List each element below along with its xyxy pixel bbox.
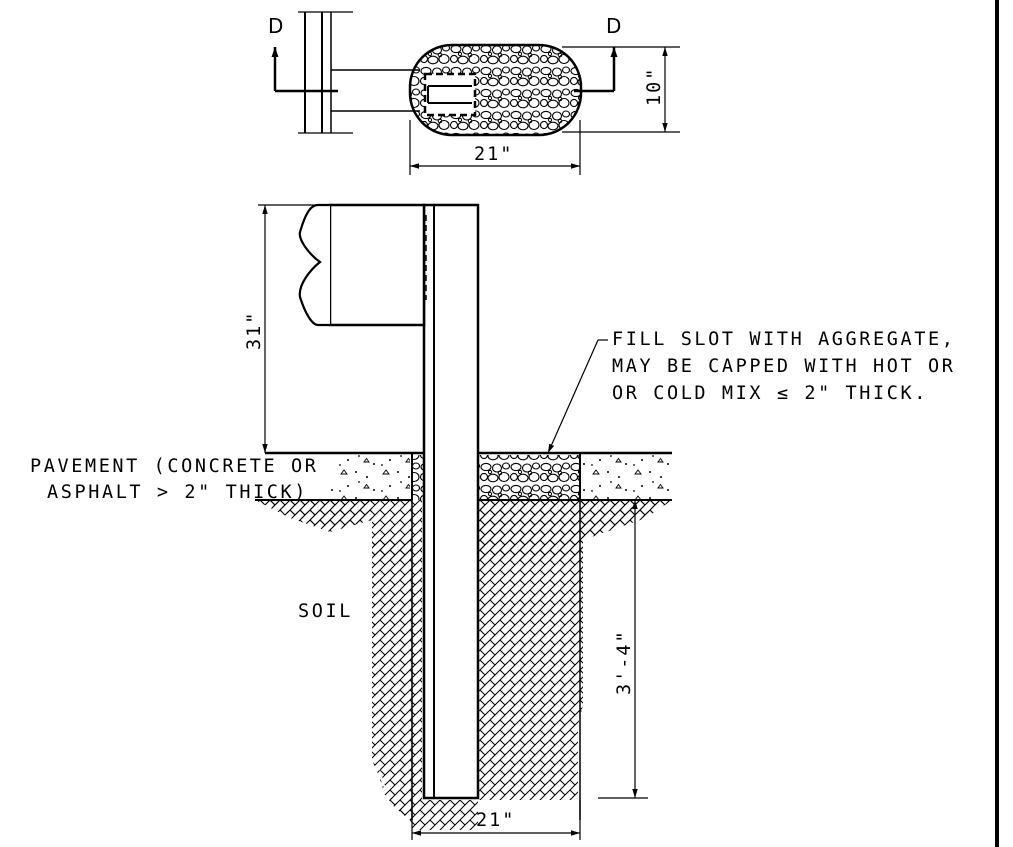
fill-note-line-2: MAY BE CAPPED WITH HOT OR: [612, 356, 955, 377]
pavement-right: [582, 455, 670, 499]
fill-note-line-3: OR COLD MIX ≤ 2" THICK.: [612, 383, 928, 404]
steel-post: [422, 203, 480, 800]
dim-cap-width: 21": [474, 144, 513, 165]
slot-aggregate-right: [478, 455, 580, 500]
section-mark-left: D: [268, 14, 283, 38]
dim-rail-height: 31": [244, 311, 265, 350]
pavement-note-line-1: PAVEMENT (CONCRETE OR: [30, 456, 319, 477]
w-beam-rail: [298, 203, 330, 327]
blockout: [328, 203, 426, 327]
soil-label: SOIL: [298, 601, 353, 622]
plan-view: D D 10" 21": [268, 11, 680, 175]
dim-embed-depth: 3'-4": [614, 629, 635, 695]
fill-note-line-1: FILL SLOT WITH AGGREGATE,: [612, 329, 955, 350]
dim-cap-height: 10": [644, 67, 665, 106]
pavement-left: [330, 455, 410, 499]
section-mark-right: D: [606, 14, 621, 38]
pavement-note-line-2: ASPHALT > 2" THICK): [47, 482, 308, 503]
elevation-view: 31" 3'-4" 21": [244, 203, 672, 840]
slot-aggregate-left: [412, 455, 424, 500]
dim-slot-width: 21": [476, 810, 515, 831]
